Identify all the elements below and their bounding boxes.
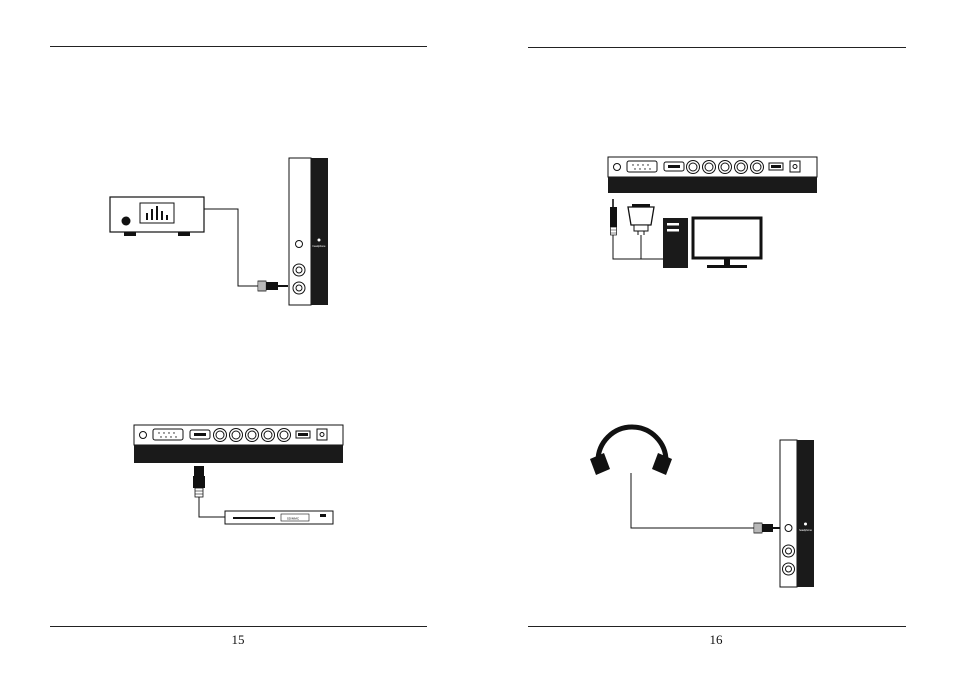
audio-jack-plug-icon bbox=[753, 522, 780, 534]
page-number: 16 bbox=[709, 632, 723, 647]
page-number: 15 bbox=[231, 632, 245, 647]
header-rule bbox=[50, 46, 427, 47]
audio-cable bbox=[612, 235, 665, 260]
headphone-port-label: headphone bbox=[313, 244, 327, 248]
page-right: headphone 16 bbox=[477, 0, 954, 674]
usb-plug-icon bbox=[193, 466, 205, 498]
usb-storage-device-icon: SD/MMC bbox=[224, 510, 334, 525]
tv-back-panel bbox=[607, 156, 818, 193]
pc-connection-diagram bbox=[607, 156, 818, 268]
monitor-icon bbox=[691, 216, 763, 268]
header-rule bbox=[528, 47, 906, 48]
headphone-port-label: headphone bbox=[799, 528, 813, 532]
footer-rule bbox=[50, 626, 427, 627]
card-reader-label: SD/MMC bbox=[287, 516, 300, 520]
vga-plug-icon bbox=[627, 204, 655, 235]
headphone-cable bbox=[630, 473, 754, 529]
tv-back-panel bbox=[133, 424, 344, 463]
pc-tower-icon bbox=[663, 218, 688, 268]
tv-side-panel: headphone bbox=[288, 157, 328, 306]
amplifier-icon bbox=[109, 196, 205, 236]
headphones-icon bbox=[590, 424, 672, 475]
page-left: headphone bbox=[50, 46, 427, 647]
tv-side-panel: headphone bbox=[779, 439, 814, 588]
footer-rule bbox=[528, 626, 906, 627]
audio-jack-plug-icon bbox=[257, 280, 288, 292]
audio-cable bbox=[204, 208, 258, 287]
headphone-connection-diagram: headphone bbox=[590, 424, 814, 588]
amplifier-connection-diagram: headphone bbox=[109, 157, 328, 306]
usb-cable bbox=[198, 497, 225, 518]
audio-jack-plug-icon bbox=[610, 199, 617, 236]
usb-connection-diagram: SD/MMC bbox=[133, 424, 344, 525]
